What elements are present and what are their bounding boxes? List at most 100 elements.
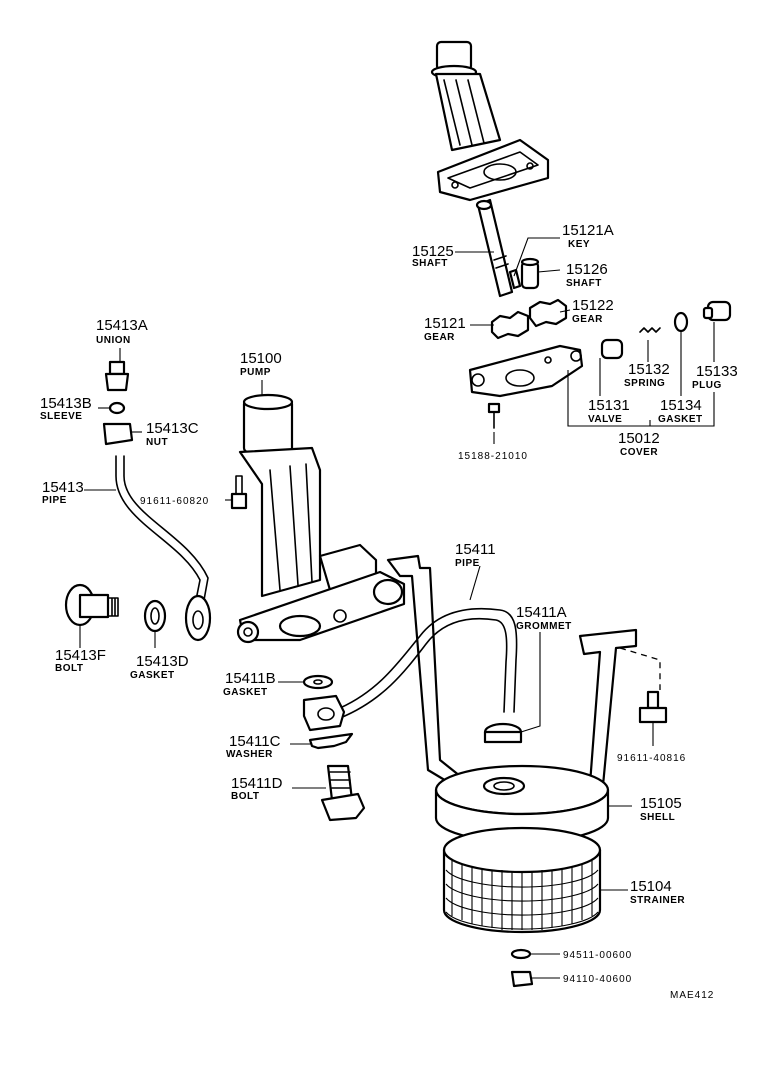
part-number: 15188-21010 <box>458 451 528 462</box>
gasket-15413D <box>143 599 167 633</box>
part-number: 15411B <box>225 670 276 687</box>
part-name: WASHER <box>226 749 273 760</box>
callout-15121: 15121 GEAR <box>424 315 466 343</box>
part-name: SHELL <box>640 812 675 823</box>
upper-pump-housing <box>430 40 550 202</box>
bolt-91611-40816 <box>638 690 668 724</box>
shaft-15125 <box>475 198 514 298</box>
part-number: 15126 <box>566 261 608 278</box>
callout-94511-00600: 94511-00600 <box>563 950 632 961</box>
bolt-15188-21010 <box>487 402 501 429</box>
callout-15413D: 15413D GASKET <box>130 653 189 681</box>
callout-15125: 15125 SHAFT <box>412 243 454 269</box>
valve-15131 <box>600 338 624 360</box>
part-number: 15411A <box>516 604 567 621</box>
diagram-code: MAE412 <box>670 990 714 1001</box>
gear-15122 <box>528 298 568 328</box>
part-number: 15100 <box>240 350 282 367</box>
part-number: 15122 <box>572 297 614 314</box>
part-name: GASKET <box>223 687 268 698</box>
callout-15012: 15012 COVER <box>618 430 660 458</box>
sleeve-15413B <box>108 401 126 415</box>
callout-15132: 15132 SPRING <box>624 361 670 389</box>
callout-91611-40816: 91611-40816 <box>617 753 686 764</box>
callout-15100: 15100 PUMP <box>240 350 282 378</box>
washer-15411C <box>308 732 354 750</box>
part-number: 15411 <box>455 541 496 558</box>
plug-15133 <box>702 300 732 322</box>
strainer-15104 <box>442 826 602 934</box>
part-name: PUMP <box>240 367 271 378</box>
part-number: 15133 <box>696 363 738 380</box>
gasket-15411B <box>302 674 334 690</box>
bolt-15411D <box>320 764 366 822</box>
part-number: 15121A <box>562 222 614 239</box>
washer-94511-00600 <box>510 948 532 960</box>
nut-94110-40600 <box>510 970 534 988</box>
bolt-15413F <box>64 583 119 627</box>
gear-15121 <box>490 310 530 340</box>
part-name: PIPE <box>42 495 67 506</box>
callout-15413: 15413 PIPE <box>42 479 84 506</box>
part-name: GEAR <box>424 332 455 343</box>
callout-15134: 15134 GASKET <box>658 397 702 425</box>
union-15413A <box>104 360 130 392</box>
key-15121A <box>508 268 522 290</box>
part-number: 15413C <box>146 420 199 437</box>
part-name: VALVE <box>588 414 622 425</box>
bracket-dashed-line <box>619 647 661 690</box>
part-number: 91611-40816 <box>617 753 686 764</box>
callout-15104: 15104 STRAINER <box>630 878 685 906</box>
callout-15411: 15411 PIPE <box>455 541 496 569</box>
callout-15413F: 15413F BOLT <box>55 647 106 674</box>
part-number: 94110-40600 <box>563 974 632 985</box>
part-name: STRAINER <box>630 895 685 906</box>
part-number: 15105 <box>640 795 682 812</box>
union-block <box>302 694 346 732</box>
callout-15122: 15122 GEAR <box>572 297 614 325</box>
part-name: GEAR <box>572 314 603 325</box>
part-name: GASKET <box>130 670 175 681</box>
part-name: COVER <box>620 447 658 458</box>
callout-15413A: 15413A UNION <box>96 317 148 346</box>
part-number: 15134 <box>660 397 702 414</box>
part-name: SLEEVE <box>40 411 82 422</box>
callout-15411A: 15411A GROMMET <box>516 604 571 632</box>
part-number: 15012 <box>618 430 660 447</box>
leader-lines-lower <box>79 348 654 979</box>
pipe-eye-end <box>184 594 212 642</box>
part-number: 15131 <box>588 397 630 414</box>
part-name: SPRING <box>624 378 665 389</box>
part-name: SHAFT <box>412 258 448 269</box>
part-name: SHAFT <box>566 278 602 289</box>
callout-15411B: 15411B GASKET <box>223 670 276 698</box>
part-name: BOLT <box>55 663 83 674</box>
callout-91611-60820: 91611-60820 <box>140 496 209 507</box>
part-number: 15413F <box>55 647 106 664</box>
leader-lines-upper <box>455 237 715 444</box>
bolt-91611-60820 <box>230 475 248 510</box>
pump-15100 <box>236 393 406 644</box>
part-name: PIPE <box>455 558 480 569</box>
pipe-15413-outline <box>123 455 209 601</box>
part-number: 91611-60820 <box>140 496 209 507</box>
part-number: 15411D <box>231 775 283 792</box>
nut-15413C <box>102 422 134 446</box>
part-number: 15104 <box>630 878 672 895</box>
part-name: UNION <box>96 335 131 346</box>
part-name: KEY <box>568 239 590 250</box>
callout-15188-21010: 15188-21010 <box>458 451 528 462</box>
part-number: 94511-00600 <box>563 950 632 961</box>
callout-15126: 15126 SHAFT <box>566 261 608 289</box>
part-number: 15413A <box>96 317 148 334</box>
part-number: 15125 <box>412 243 454 260</box>
gasket-15134 <box>673 311 689 333</box>
part-name: NUT <box>146 437 168 448</box>
callout-94110-40600: 94110-40600 <box>563 974 632 985</box>
part-number: 15413D <box>136 653 189 670</box>
part-number: 15121 <box>424 315 466 332</box>
callout-15133: 15133 PLUG <box>692 363 738 391</box>
shaft-15126 <box>520 257 540 290</box>
